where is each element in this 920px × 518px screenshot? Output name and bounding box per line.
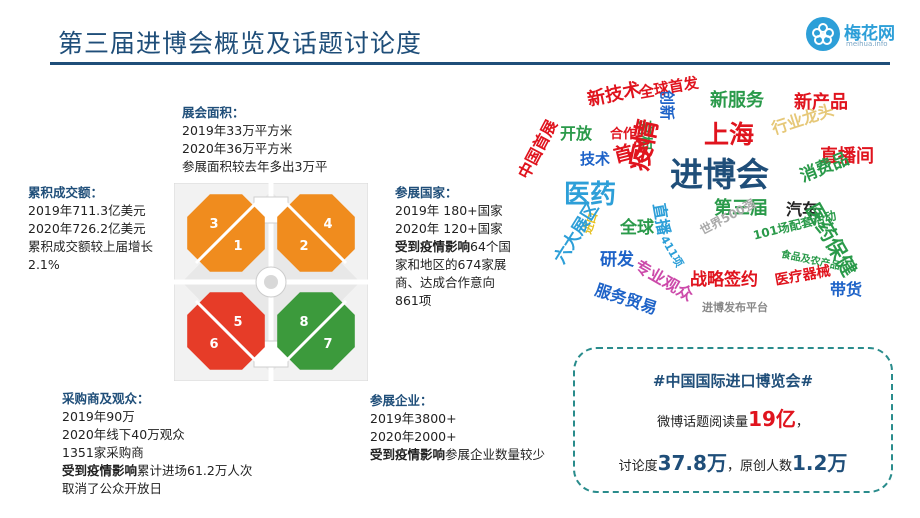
discussion-prefix: 讨论度: [618, 459, 658, 474]
countries-line: 受到疫情影响64个国: [395, 238, 511, 256]
covid-impact-label: 受到疫情影响: [395, 239, 471, 254]
read-prefix: 微博话题阅读量: [657, 415, 749, 430]
logo-name: 梅花网: [844, 24, 895, 44]
word-cloud-term: 合作: [610, 127, 637, 142]
countries-line: 家和地区的674家展: [395, 257, 507, 272]
exhibit-area-line: 2019年33万平方米: [182, 123, 293, 138]
word-cloud-term: 新技术: [585, 78, 643, 111]
buyers-line: 2020年线下40万观众: [62, 427, 185, 442]
countries-line: 861项: [395, 293, 432, 308]
word-cloud-term: 全球: [620, 218, 654, 238]
cumulative-deals-line: 2.1%: [28, 257, 60, 272]
countries-line: 2019年 180+国家: [395, 203, 503, 218]
logo-subtitle: meihua.info: [846, 40, 888, 48]
exhibit-area-block: 展会面积： 2019年33万平方米 2020年36万平方米 参展面积较去年多出3…: [182, 104, 327, 176]
hall-divider: [284, 299, 348, 363]
word-cloud-term: 疫情: [624, 116, 665, 174]
cumulative-deals-line: 累积成交额较上届增长: [28, 239, 154, 254]
word-cloud-term: 中国首展: [514, 116, 562, 182]
weibo-read-line: 微博话题阅读量19亿，: [575, 403, 891, 432]
hall-divider: [194, 201, 258, 265]
countries-heading: 参展国家：: [395, 185, 458, 200]
buyers-line: 1351家采购商: [62, 445, 144, 460]
countries-line: 商、达成合作意向: [395, 275, 496, 290]
word-cloud-term: 新服务: [710, 90, 764, 111]
companies-line: 2019年3800+: [370, 411, 457, 426]
hall-number-label: 2: [299, 239, 308, 254]
buyers-heading: 采购商及观众：: [62, 391, 150, 406]
hall-divider: [194, 299, 258, 363]
word-cloud-term: 研发: [600, 250, 634, 270]
buyers-line: 受到疫情影响累计进场61.2万人次: [62, 462, 252, 480]
buyers-line-rest: 累计进场61.2万人次: [137, 463, 253, 478]
buyers-line: 2019年90万: [62, 409, 135, 424]
companies-line: 2020年2000+: [370, 429, 457, 444]
exhibit-area-line: 参展面积较去年多出3万平: [182, 159, 328, 174]
companies-line-rest: 参展企业数量较少: [445, 447, 546, 462]
plum-blossom-icon: [806, 17, 840, 51]
discussion-mid: ，原创人数: [726, 459, 792, 474]
word-cloud-term: 医药: [564, 180, 617, 210]
word-cloud-term: 上海: [704, 120, 755, 149]
word-cloud-term: 411项: [657, 233, 686, 270]
word-cloud-term: 创新: [658, 90, 676, 121]
word-cloud-term: 进博会: [670, 155, 769, 194]
weibo-hashtag: #中国国际进口博览会#: [652, 372, 814, 390]
buyers-line: 取消了公众开放日: [62, 481, 163, 496]
weibo-topic-card: #中国国际进口博览会# 微博话题阅读量19亿， 讨论度37.8万，原创人数1.2…: [573, 347, 893, 493]
word-cloud: 新技术全球首发创新新服务新产品开放合作亮相上海行业龙头技术首发直播间中国首展进博…: [512, 74, 910, 332]
hall-number-label: 1: [233, 239, 242, 254]
covid-impact-label: 受到疫情影响: [62, 463, 138, 478]
word-cloud-term: 第三届: [714, 198, 768, 219]
countries-line: 2020年 120+国家: [395, 221, 503, 236]
word-cloud-term: 六大展区: [550, 199, 604, 268]
word-cloud-term: 进博发布平台: [702, 301, 768, 314]
word-cloud-term: 战略签约: [690, 270, 758, 290]
buyers-block: 采购商及观众： 2019年90万 2020年线下40万观众 1351家采购商 受…: [62, 390, 252, 498]
cumulative-deals-line: 2020年726.2亿美元: [28, 221, 146, 236]
read-value: 19亿: [748, 407, 796, 431]
hall-number-label: 3: [209, 217, 218, 232]
word-cloud-term: 带货: [830, 280, 863, 299]
word-cloud-term: 开放: [560, 124, 593, 143]
covid-impact-label: 受到疫情影响: [370, 447, 446, 462]
cumulative-deals-block: 累积成交额： 2019年711.3亿美元 2020年726.2亿美元 累积成交额…: [28, 184, 153, 274]
cumulative-deals-line: 2019年711.3亿美元: [28, 203, 146, 218]
hall-number-label: 4: [323, 217, 332, 232]
word-cloud-term: 医疗器械: [773, 263, 832, 289]
companies-line: 受到疫情影响参展企业数量较少: [370, 446, 545, 464]
hall-number-label: 7: [323, 337, 332, 352]
hall-number-label: 8: [299, 315, 308, 330]
word-cloud-term: 技术: [580, 150, 611, 168]
read-suffix: ，: [795, 415, 809, 430]
weibo-discussion-line: 讨论度37.8万，原创人数1.2万: [575, 447, 891, 476]
word-cloud-term: 直播间: [820, 146, 874, 167]
hall-number-label: 5: [233, 315, 242, 330]
brand-logo: 梅花网 meihua.info: [806, 17, 906, 51]
companies-block: 参展企业： 2019年3800+ 2020年2000+ 受到疫情影响参展企业数量…: [370, 392, 545, 464]
exhibit-area-line: 2020年36万平方米: [182, 141, 293, 156]
word-cloud-term: 消费品: [797, 149, 853, 187]
original-authors-value: 1.2万: [791, 451, 848, 475]
title-divider: [50, 62, 890, 65]
hall-divider: [284, 201, 348, 265]
word-cloud-term: 汽车: [786, 200, 819, 219]
word-cloud-term: 服务贸易: [592, 280, 660, 318]
exhibit-area-heading: 展会面积：: [182, 105, 245, 120]
discussion-value: 37.8万: [657, 451, 727, 475]
countries-block: 参展国家： 2019年 180+国家 2020年 120+国家 受到疫情影响64…: [395, 184, 511, 310]
cumulative-deals-heading: 累积成交额：: [28, 185, 104, 200]
page-title: 第三届进博会概览及话题讨论度: [58, 29, 423, 58]
companies-heading: 参展企业：: [370, 393, 433, 408]
word-cloud-term: 新产品: [794, 92, 848, 113]
countries-line-rest: 64个国: [470, 239, 511, 254]
hall-number-label: 6: [209, 337, 218, 352]
